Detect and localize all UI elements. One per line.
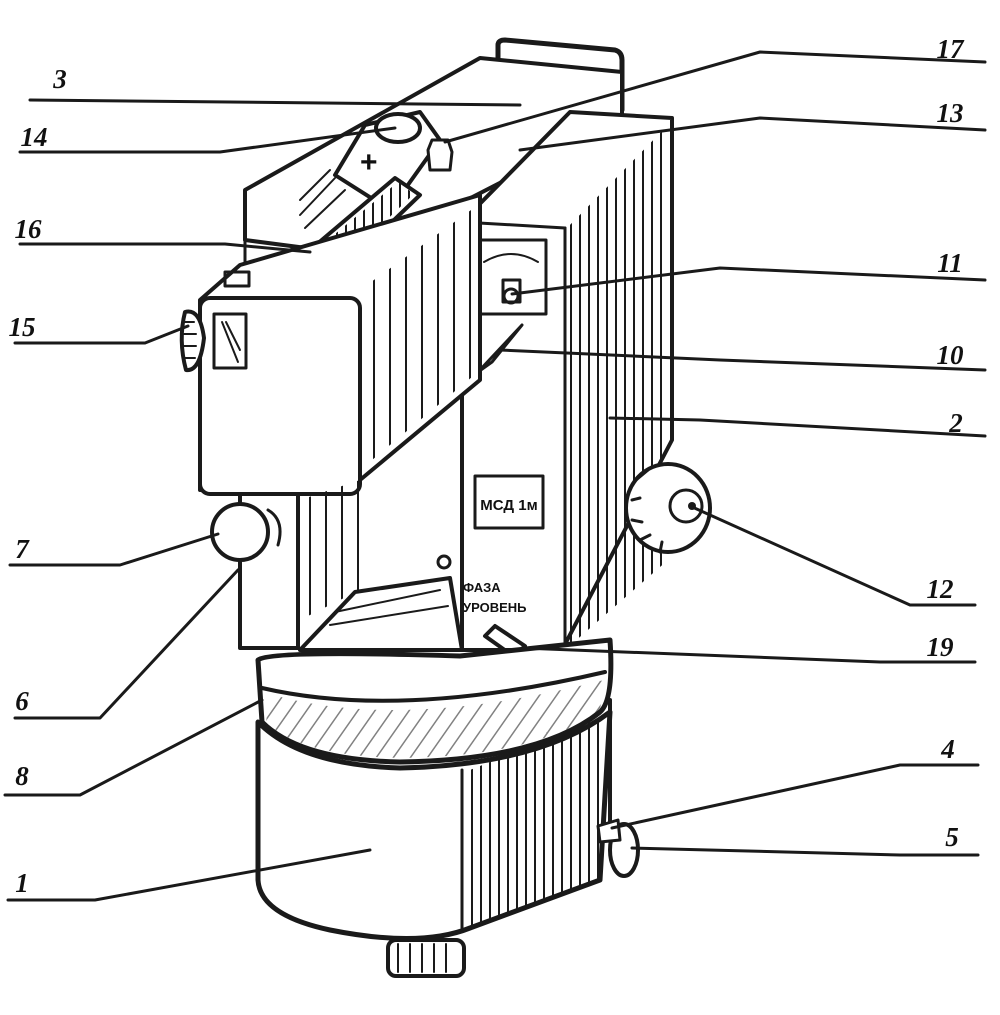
leader-line-3 [28, 98, 522, 107]
callout-label-15: 15 [9, 312, 36, 342]
leader-line-6 [13, 568, 240, 720]
callout-label-14: 14 [21, 122, 48, 152]
callout-labels: 314 16 15 7 6 8 1 17 13 11 10 2 12 19 4 5 [9, 34, 966, 898]
callout-label-4: 4 [940, 734, 955, 764]
leader-line-17 [443, 50, 987, 144]
model-plate [473, 474, 545, 530]
leader-line-15 [13, 324, 190, 345]
leader-lines [3, 50, 987, 902]
switch-label-phase: ФАЗА [463, 580, 501, 595]
leader-line-7 [8, 532, 220, 567]
callout-label-16: 16 [15, 214, 43, 244]
leader-line-16 [18, 242, 312, 254]
carry-handle [495, 37, 625, 123]
leader-line-5 [630, 846, 980, 857]
foot-screw [386, 938, 466, 978]
callout-label-11: 11 [937, 248, 963, 278]
leader-line-13 [518, 116, 987, 152]
callout-label-12: 12 [927, 574, 954, 604]
callout-label-8: 8 [15, 761, 29, 791]
leader-line-14 [18, 126, 397, 154]
leader-line-19 [520, 646, 977, 664]
leader-line-4 [610, 763, 980, 830]
callout-label-5: 5 [945, 822, 959, 852]
leader-line-1 [6, 848, 372, 902]
callout-label-19: 19 [927, 632, 955, 662]
model-plate-text: МСД 1м [480, 497, 537, 514]
leader-line-12 [688, 504, 977, 607]
plus-sign: + [360, 146, 378, 179]
switch-label-level: УРОВЕНЬ [463, 600, 527, 615]
callout-label-13: 13 [937, 98, 964, 128]
clamp-4 [596, 818, 622, 844]
knob-12 [624, 462, 712, 554]
indicator-window-11 [474, 238, 548, 316]
knob-7 [210, 502, 270, 562]
callout-label-2: 2 [948, 408, 963, 438]
leader-line-10 [498, 348, 987, 372]
callout-label-6: 6 [15, 686, 29, 716]
callout-label-1: 1 [15, 868, 29, 898]
leader-line-11 [510, 266, 987, 296]
knob-17 [426, 138, 454, 172]
callout-label-3: 3 [52, 64, 67, 94]
leader-line-2 [608, 416, 987, 438]
callout-label-10: 10 [937, 340, 965, 370]
leader-line-8 [3, 698, 264, 797]
callout-label-17: 17 [937, 34, 966, 64]
callout-label-7: 7 [15, 534, 30, 564]
